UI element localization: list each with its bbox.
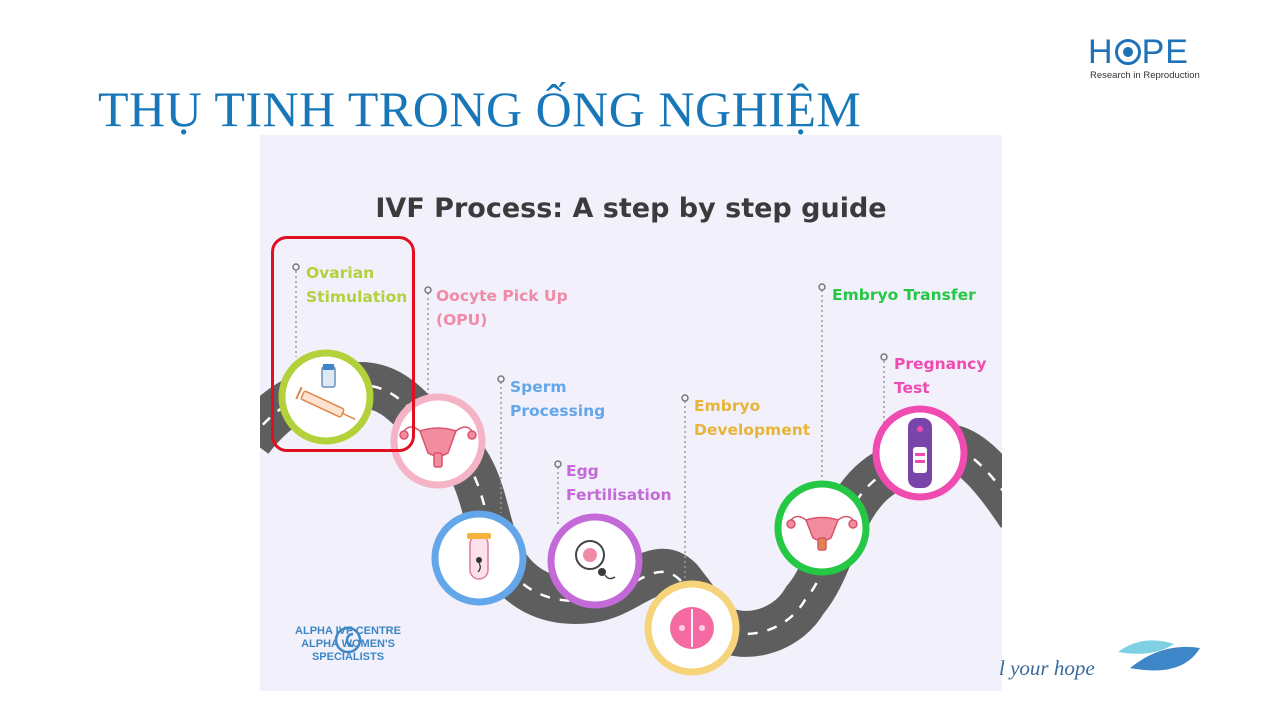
hope-leaf-icon xyxy=(1118,640,1200,671)
step-2-label: Oocyte Pick Up(OPU) xyxy=(436,287,568,329)
step-4-circle xyxy=(547,513,643,609)
step-3-circle xyxy=(431,510,527,606)
infographic-title: IVF Process: A step by step guide xyxy=(375,193,887,224)
step-7-circle xyxy=(872,405,968,501)
logo-subtitle: Research in Reproduction xyxy=(1090,70,1200,81)
ovarian-stimulation-highlight xyxy=(271,236,415,452)
leader-pins xyxy=(292,263,888,468)
step-6-circle xyxy=(774,480,870,576)
slide-title: THỤ TINH TRONG ỐNG NGHIỆM xyxy=(98,81,862,137)
ivf-infographic: IVF Process: A step by step guide Ovaria… xyxy=(260,135,1002,691)
leader-lines xyxy=(295,271,885,587)
step-2-circle xyxy=(390,393,486,489)
syringe-vial-icon xyxy=(295,364,356,420)
uterus-transfer-icon xyxy=(786,515,858,551)
step-5-circle xyxy=(644,580,740,676)
step-1-circle xyxy=(278,349,374,445)
alpha-brand-text: ALPHA IVF CENTRE ALPHA WOMEN'S SPECIALIS… xyxy=(295,625,401,663)
uterus-icon xyxy=(399,426,477,468)
logo-eye-icon xyxy=(1114,39,1141,65)
test-tube-sperm-icon xyxy=(467,533,491,580)
pregnancy-test-icon xyxy=(908,418,932,488)
tagline: l your hope xyxy=(999,656,1095,680)
egg-sperm-icon xyxy=(575,540,616,580)
alpha-brand-icon xyxy=(334,626,362,654)
step-6-label: Embryo Transfer xyxy=(832,286,976,304)
embryo-icon xyxy=(670,607,714,649)
infographic-artwork xyxy=(260,263,1002,676)
